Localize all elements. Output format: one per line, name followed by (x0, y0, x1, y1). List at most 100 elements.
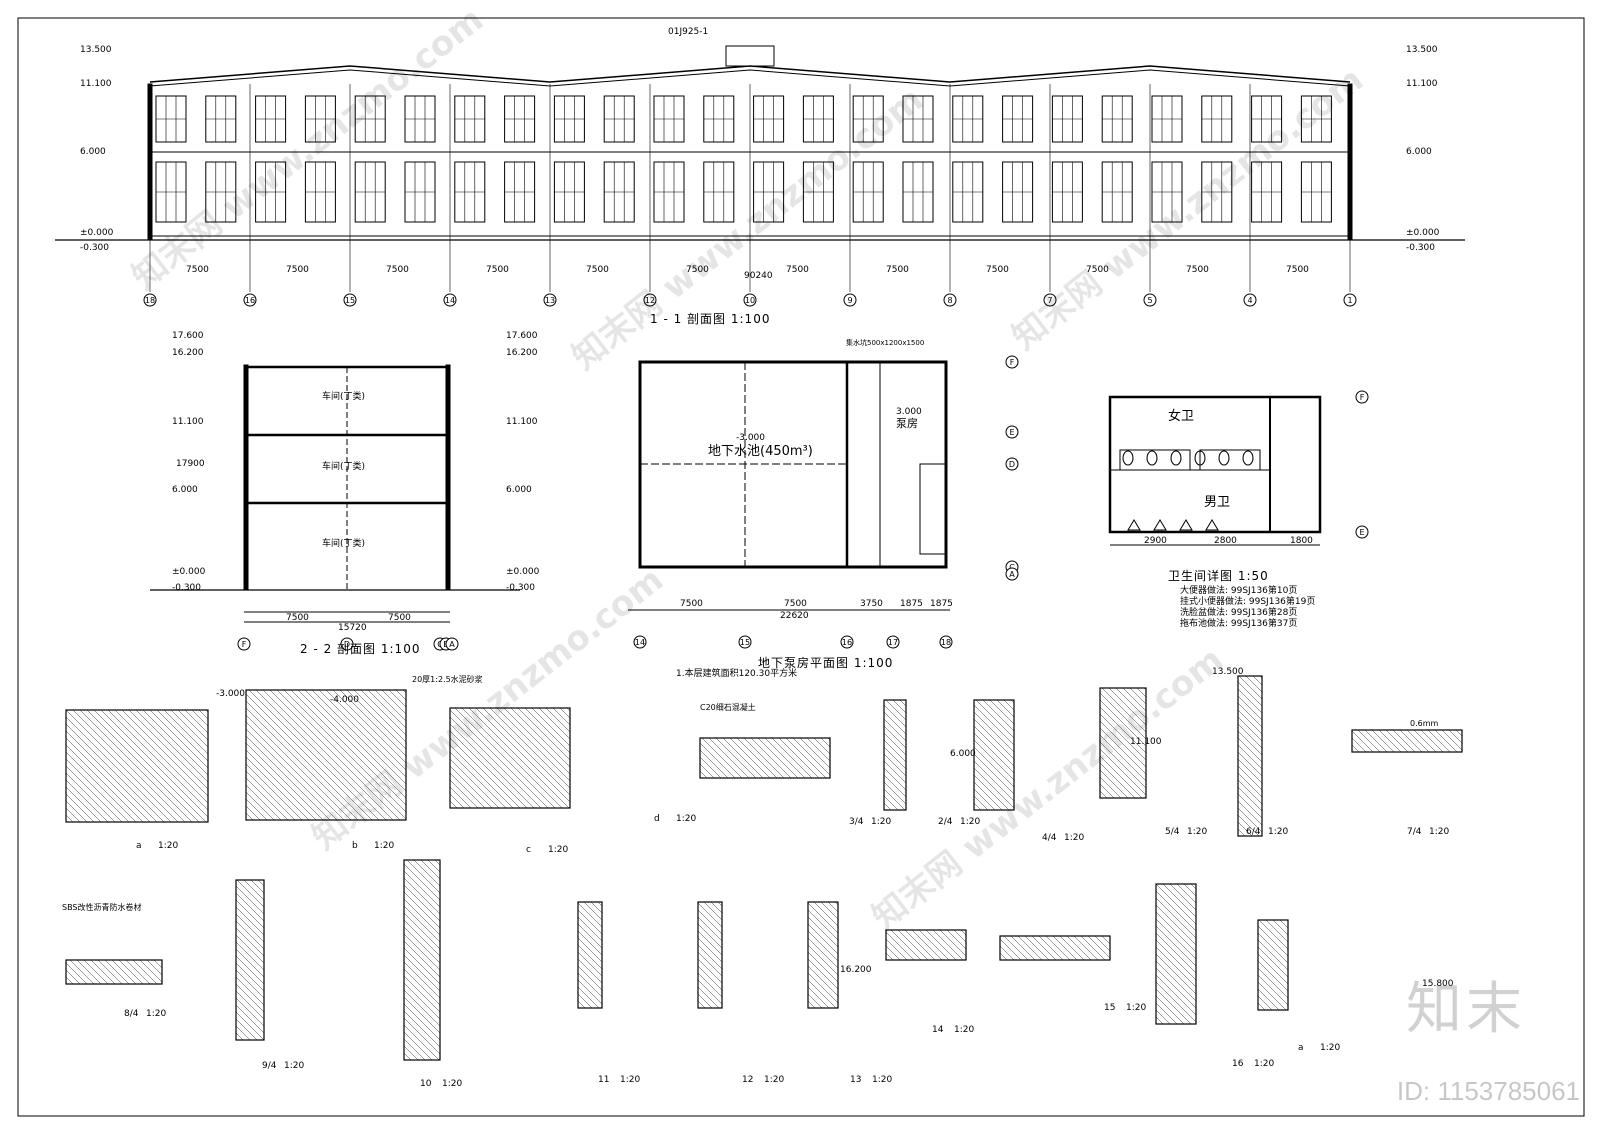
hatch-line (953, 929, 967, 943)
hatch-line (403, 989, 441, 1027)
hatch-line (235, 969, 265, 999)
hatch-line (764, 737, 806, 779)
hatch-line (297, 689, 407, 799)
hatch-line (1257, 932, 1289, 964)
axis-bubble (1143, 293, 1157, 307)
elevation-mark: 11.100 (506, 417, 538, 427)
detail-label: d (654, 814, 660, 824)
hatch-line (999, 952, 1008, 961)
hatch-line (65, 807, 81, 823)
hatch-line (1038, 935, 1064, 961)
hatch-line (973, 746, 1015, 788)
detail-label: 3/4 (849, 817, 864, 827)
hatch-line (1099, 692, 1147, 740)
hatch-line (697, 993, 713, 1009)
bay-dim: 7500 (686, 265, 709, 275)
toilet-fixture (1170, 450, 1182, 466)
hatch-line (1108, 687, 1147, 726)
hatch-line (697, 944, 723, 970)
hatch-line (142, 709, 209, 776)
hatch-line (454, 707, 556, 809)
hatch-line (885, 938, 908, 961)
axis-bubble (1243, 293, 1257, 307)
hatch-line (449, 800, 458, 809)
detail-scale: 1:20 (284, 1061, 305, 1071)
axis-bubble (886, 635, 900, 649)
detail-label: 7/4 (1407, 827, 1422, 837)
axis-bubble (1355, 525, 1369, 539)
urinal (1205, 519, 1219, 531)
hatch-line (1238, 675, 1263, 700)
hatch-line (697, 958, 723, 984)
level-mark: -4.000 (330, 695, 360, 705)
hatch-line (1155, 946, 1197, 988)
hatch-line (1399, 729, 1423, 753)
hatch-line (245, 805, 261, 821)
detail-16-profile (1257, 919, 1289, 1011)
detail-row-2 (65, 859, 1289, 1061)
hatch-line (1155, 939, 1197, 981)
toilet-fixture (1122, 450, 1134, 466)
hatch-line (552, 707, 571, 726)
hatch-line (118, 959, 144, 985)
hatch-line (883, 788, 906, 811)
axis-label: D (344, 640, 350, 649)
hatch-line (325, 689, 407, 771)
hatch-line (813, 901, 839, 927)
hatch-line (449, 723, 535, 809)
hatch-line (86, 709, 200, 823)
axis-label: 4 (1247, 296, 1252, 305)
elevation-mark: 6.000 (506, 485, 532, 495)
axis-label: 9 (847, 296, 852, 305)
hatch-line (434, 859, 441, 866)
axis-bubble (939, 635, 953, 649)
detail-label: 10 (420, 1079, 432, 1089)
detail-label: 6/4 (1246, 827, 1261, 837)
elevation-mark: 13.500 (1406, 45, 1438, 55)
hatch-line (577, 902, 603, 928)
axis-label: 1 (1347, 296, 1352, 305)
hatch-line (235, 885, 265, 915)
hatch-line (1237, 751, 1263, 777)
hatch-line (135, 709, 209, 783)
detail-scale: 1:20 (1064, 833, 1085, 843)
hatch-line (290, 689, 407, 806)
hatch-line (449, 737, 521, 809)
hatch-line (269, 689, 401, 821)
hatch-line (939, 929, 967, 957)
hatch-line (245, 812, 254, 821)
bay-dim: 7500 (1186, 265, 1209, 275)
hatch-line (1257, 967, 1289, 999)
hatch-line (97, 959, 123, 985)
hatch-line (807, 986, 830, 1009)
axis-bubble (243, 293, 257, 307)
level-mark: 6.000 (950, 749, 976, 759)
hatch-line (883, 711, 907, 735)
hatch-line (1237, 681, 1263, 707)
hatch-line (245, 707, 359, 821)
section-2-2-axes: FDCBA (237, 637, 459, 651)
toilet-dim: 2900 (1144, 536, 1167, 546)
detail-label: b (352, 841, 358, 851)
hatch-line (1099, 755, 1143, 799)
axis-bubble (1043, 293, 1057, 307)
hatch-line (1099, 720, 1147, 768)
hatch-line (807, 930, 839, 962)
hatch-line (163, 709, 209, 755)
hatch-line (1099, 727, 1147, 775)
room-label: 车间(丁类) (322, 462, 366, 472)
section-2-2-bay-dim: 7500 (388, 613, 411, 623)
level-mark: 15.800 (1422, 979, 1454, 989)
hatch-line (449, 751, 507, 809)
hatch-line (65, 793, 95, 823)
hatch-line (1155, 1002, 1178, 1025)
hatch-line (1080, 935, 1106, 961)
hatch-line (807, 972, 839, 1004)
hatch-line (339, 689, 407, 757)
bay-dim: 7500 (986, 265, 1009, 275)
hatch-line (403, 1003, 441, 1041)
hatch-line (892, 699, 907, 714)
hatch-line (583, 901, 603, 921)
hatch-line (1279, 919, 1289, 929)
axis-label: A (449, 640, 455, 649)
